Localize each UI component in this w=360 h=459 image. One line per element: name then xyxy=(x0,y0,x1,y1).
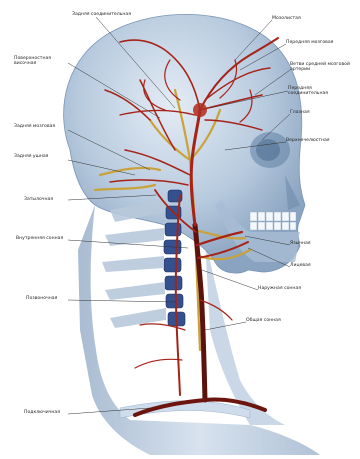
label-posterior-cerebral: Задняя мозговая xyxy=(14,124,64,129)
label-occipital: Затылочная xyxy=(24,197,53,202)
label-maxillary: Верхнечелюстная xyxy=(286,138,330,143)
label-superficial-temporal: Поверхностная височная xyxy=(14,56,68,67)
label-ophthalmic: Глазная xyxy=(290,110,310,115)
label-callosal: Мозолистая xyxy=(272,16,301,21)
label-posterior-communicating: Задняя соединительная xyxy=(72,12,131,17)
label-middle-cerebral-branches: Ветви средней мозговой артерии xyxy=(290,62,352,73)
label-subclavian: Подключичная xyxy=(24,410,60,415)
label-common-carotid: Общая сонная xyxy=(246,318,281,323)
label-vertebral: Позвоночная xyxy=(26,296,57,301)
teeth xyxy=(250,212,296,230)
label-facial: Лицевая xyxy=(290,263,311,268)
label-posterior-auricular: Задняя ушная xyxy=(14,154,68,159)
label-lingual: Язычная xyxy=(290,241,311,246)
label-anterior-cerebral: Передняя мозговая xyxy=(286,40,333,45)
label-anterior-communicating: Передняя соединительная xyxy=(288,86,344,97)
label-internal-carotid: Внутренняя сонная xyxy=(16,236,63,241)
label-external-carotid: Наружная сонная xyxy=(258,286,301,291)
circle-of-willis xyxy=(193,103,207,117)
